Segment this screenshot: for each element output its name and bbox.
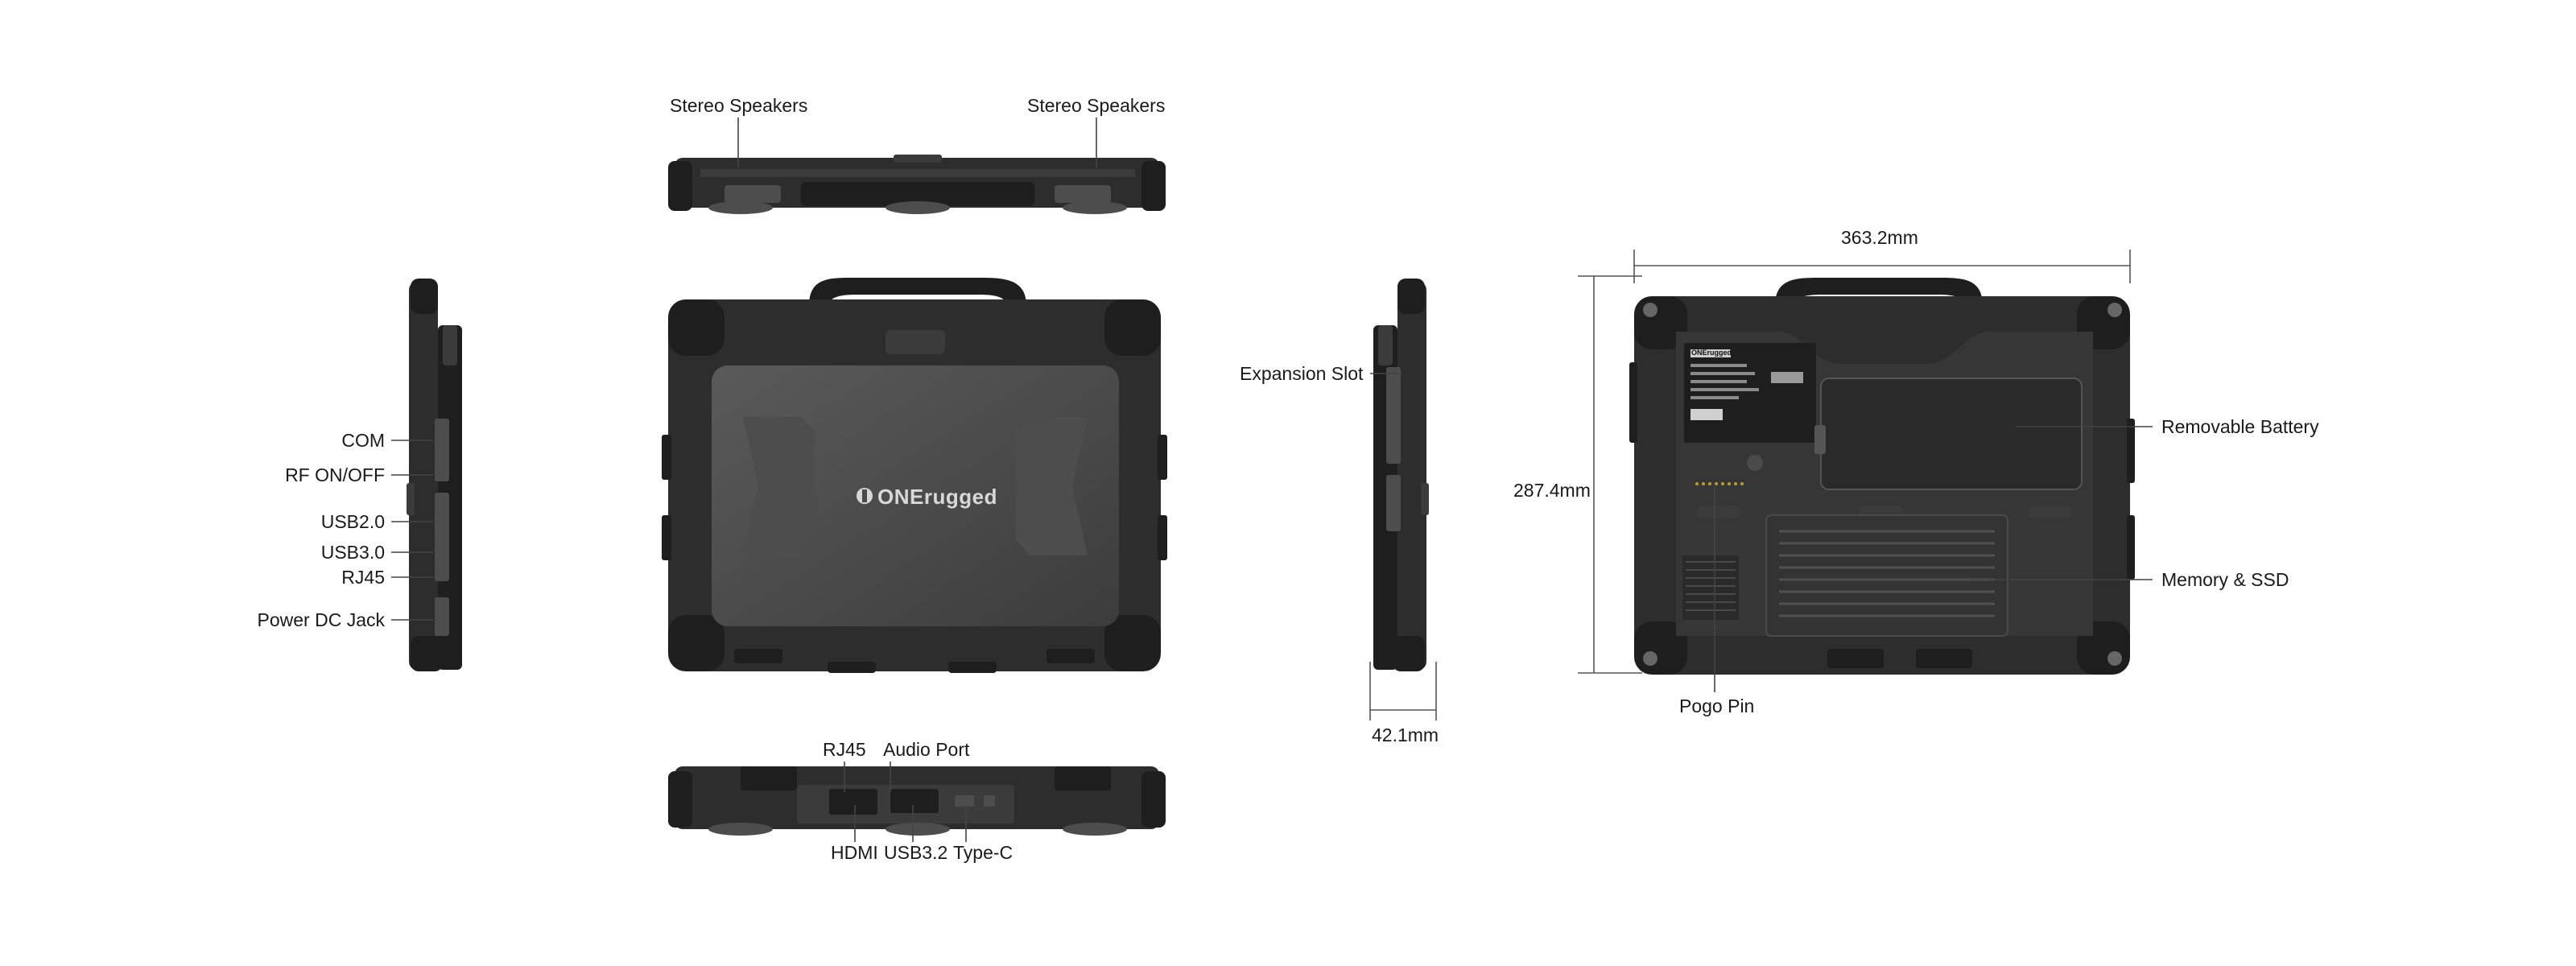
rear-usb32-label: USB3.2	[884, 842, 948, 863]
port-label-rf: RF ON/OFF	[285, 464, 385, 485]
brand-logo: ONErugged	[877, 485, 997, 509]
height-dim-line	[1578, 275, 1642, 674]
port-label-usb20: USB2.0	[320, 511, 385, 532]
port-label-usb30: USB3.0	[320, 542, 385, 563]
top-speaker-left-label: Stereo Speakers	[670, 95, 808, 116]
left-side-view	[407, 279, 462, 671]
port-label-com: COM	[341, 430, 385, 451]
rear-hdmi-label: HDMI	[831, 842, 878, 863]
pogo-pin-row	[1695, 482, 1744, 485]
bottom-view	[1629, 278, 2135, 675]
port-label-dc: Power DC Jack	[257, 609, 385, 630]
lid-view	[662, 278, 1167, 673]
expansion-slot-label: Expansion Slot	[1240, 363, 1364, 384]
width-dimension-label: 363.2mm	[1841, 227, 1918, 248]
thickness-label: 42.1mm	[1372, 724, 1439, 745]
sticker-brand: ONErugged	[1691, 349, 1732, 357]
top-edge-view	[668, 155, 1166, 214]
memory-ssd-label: Memory & SSD	[2161, 569, 2289, 590]
rear-audio-label: Audio Port	[883, 739, 970, 760]
rear-typec-label: Type-C	[953, 842, 1013, 863]
top-speaker-right-label: Stereo Speakers	[1027, 95, 1166, 116]
rear-edge-view	[668, 766, 1166, 836]
removable-battery-label: Removable Battery	[2161, 416, 2319, 437]
height-dimension-label: 287.4mm	[1513, 480, 1591, 501]
pogo-pin-label: Pogo Pin	[1679, 696, 1755, 716]
right-side-view	[1373, 279, 1429, 671]
width-dim-line	[1633, 250, 2131, 283]
rear-rj45-label: RJ45	[823, 739, 866, 760]
port-label-rj45: RJ45	[341, 567, 385, 588]
thickness-dim-line	[1369, 662, 1437, 720]
